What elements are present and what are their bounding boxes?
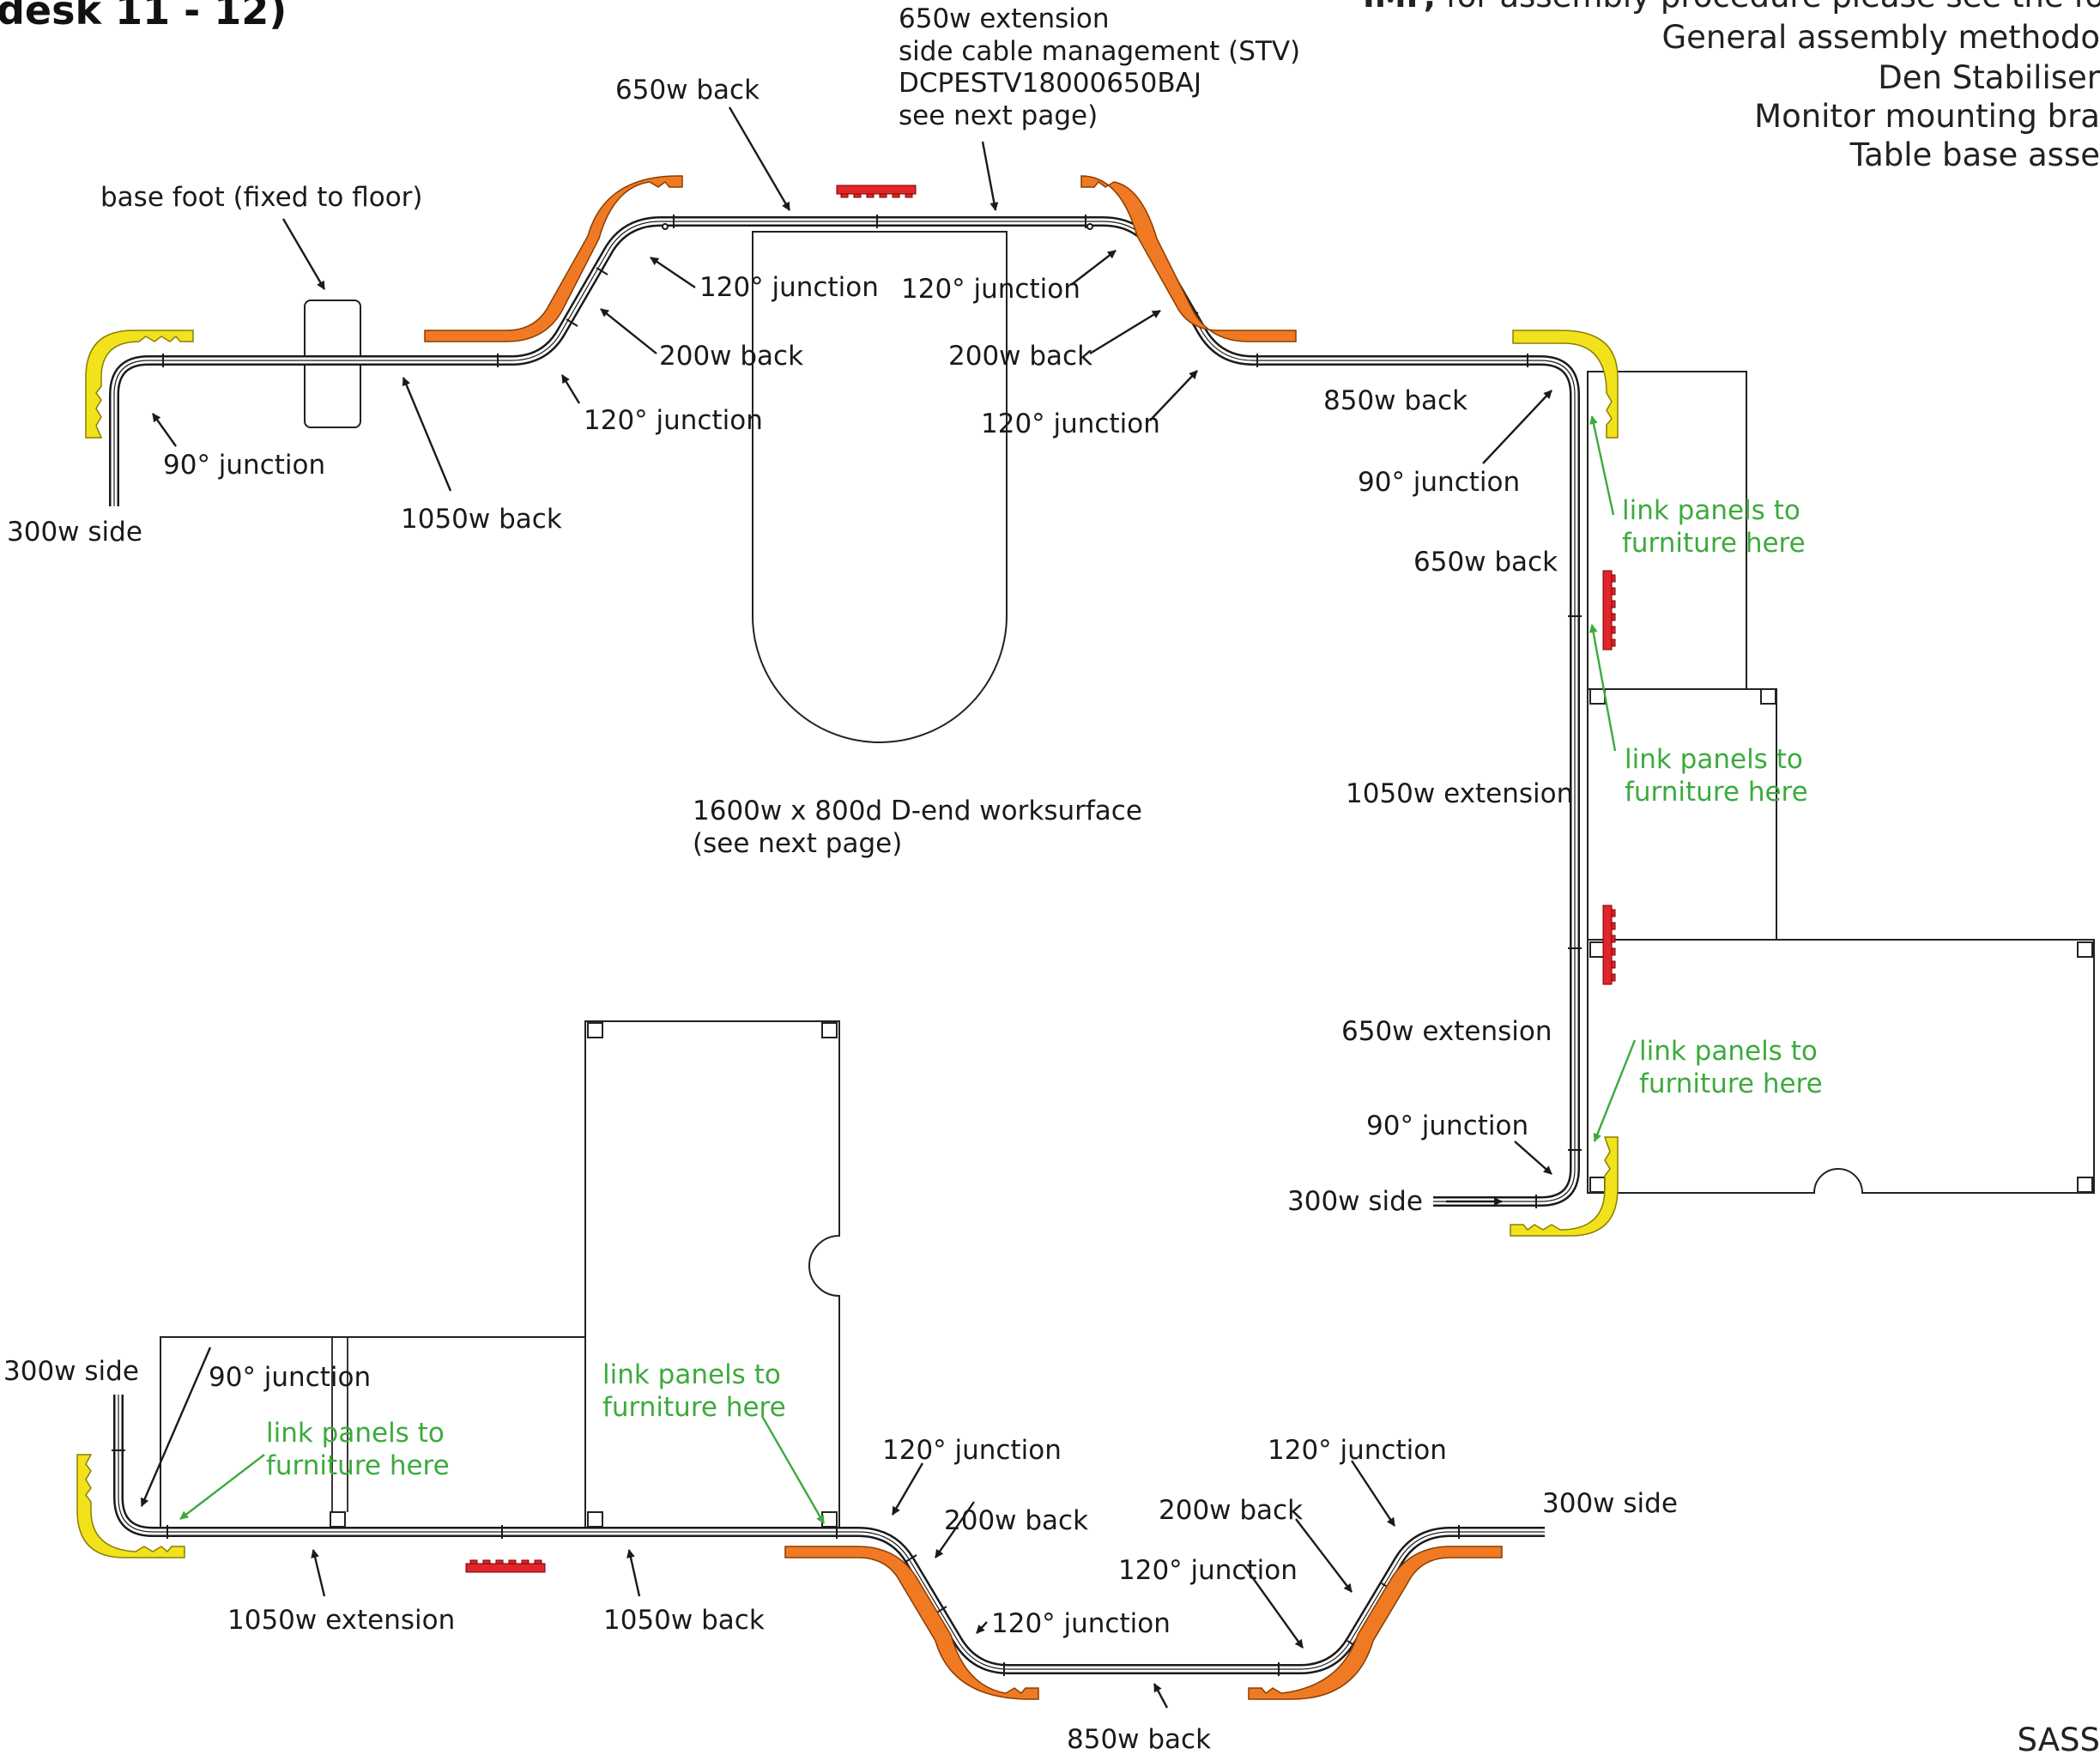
label-300w-side-a: 300w side: [7, 517, 142, 548]
page-title: desk 11 - 12): [0, 0, 287, 33]
panel-right-middle: [1587, 688, 1777, 941]
reference-table-base: Table base asse: [1849, 136, 2100, 173]
label-300w-side-b: 300w side: [1287, 1186, 1423, 1217]
reference-den-stabiliser: Den Stabiliser: [1878, 59, 2100, 96]
link-note-5-line-1: link panels to: [602, 1359, 781, 1390]
stabilisers-120: [424, 175, 1503, 1700]
label-base-foot: base foot (fixed to floor): [100, 182, 423, 213]
label-300w-side-c: 300w side: [3, 1356, 139, 1387]
stabiliser-90-top-left: [85, 330, 194, 439]
stabiliser-120-bottom-b: [1248, 1546, 1503, 1700]
stabiliser-120-bottom-a: [784, 1546, 1039, 1700]
label-worksurface-1: 1600w x 800d D-end worksurface: [693, 796, 1142, 826]
label-650w-extension-note-2: side cable management (STV): [899, 36, 1300, 67]
label-90-junction-b: 90° junction: [1358, 467, 1520, 498]
panel-bottom-wide: [160, 1336, 586, 1528]
label-650w-extension-note-1: 650w extension: [899, 3, 1110, 34]
labels: base foot (fixed to floor) 650w back 650…: [3, 3, 1678, 1755]
cable-management: [465, 185, 1616, 1573]
d-end-worksurface: [752, 231, 1008, 743]
label-90-junction-c: 90° junction: [1366, 1110, 1528, 1141]
rail-bottom-center: [118, 1395, 1545, 1670]
link-note-3-line-2: furniture here: [1639, 1068, 1823, 1099]
reference-monitor-mounting: Monitor mounting bra: [1754, 98, 2100, 135]
link-notes: link panels to furniture here link panel…: [266, 495, 1823, 1481]
label-1050w-extension-a: 1050w extension: [1346, 778, 1573, 809]
label-200w-back-c: 200w back: [944, 1505, 1088, 1536]
panel-bottom-tall: [584, 1020, 840, 1528]
link-note-2-line-2: furniture here: [1625, 777, 1808, 808]
label-120-junction-g: 120° junction: [1118, 1555, 1298, 1586]
stabiliser-120-top-a: [424, 175, 683, 342]
rail-top-center: [113, 221, 1576, 1202]
link-note-3-line-1: link panels to: [1639, 1036, 1818, 1067]
label-1050w-back-b: 1050w back: [603, 1605, 765, 1636]
label-worksurface-2: (see next page): [693, 828, 902, 859]
label-120-junction-c: 120° junction: [584, 405, 763, 436]
label-90-junction-d: 90° junction: [209, 1362, 371, 1393]
label-650w-back-b: 650w back: [1413, 547, 1558, 578]
label-650w-extension-note-4: see next page): [899, 100, 1098, 131]
stabilisers-90: [76, 330, 1619, 1558]
leader-lines: [140, 106, 1637, 1709]
label-120-junction-f: 120° junction: [991, 1608, 1171, 1639]
cable-mgmt-top: [836, 185, 917, 195]
cable-mgmt-right-a: [1602, 570, 1613, 651]
stabiliser-90-bottom-left: [76, 1454, 185, 1558]
stabiliser-120-top-b: [1080, 175, 1297, 342]
label-200w-back-a: 200w back: [659, 341, 803, 372]
cable-mgmt-bottom: [465, 1563, 546, 1573]
stabiliser-90-right-top: [1512, 330, 1619, 439]
label-650w-back-top: 650w back: [615, 75, 760, 106]
reference-header: IMP, for assembly procedure please see t…: [1363, 0, 2100, 15]
label-850w-back-b: 850w back: [1067, 1724, 1211, 1755]
screen-rails: [109, 216, 1580, 1674]
panel-right-lower: [1587, 939, 2095, 1194]
reference-general-assembly: General assembly methodo: [1661, 19, 2100, 56]
link-note-4-line-1: link panels to: [266, 1418, 445, 1449]
label-120-junction-a: 120° junction: [699, 272, 879, 303]
label-1050w-extension-b: 1050w extension: [227, 1605, 455, 1636]
link-note-1-line-1: link panels to: [1622, 495, 1800, 526]
label-650w-extension-note-3: DCPESTV18000650BAJ: [899, 68, 1201, 99]
label-200w-back-b: 200w back: [948, 341, 1092, 372]
label-120-junction-d: 120° junction: [981, 408, 1160, 439]
stabiliser-90-right-bottom: [1510, 1136, 1619, 1237]
link-note-2-line-1: link panels to: [1625, 744, 1803, 775]
label-120-junction-b: 120° junction: [901, 274, 1080, 305]
label-1050w-back-a: 1050w back: [401, 504, 562, 535]
link-note-1-line-2: furniture here: [1622, 528, 1806, 559]
furniture-panels: [160, 231, 2095, 1528]
label-120-junction-h: 120° junction: [1268, 1435, 1447, 1466]
label-650w-extension-b: 650w extension: [1341, 1016, 1552, 1047]
link-note-5-line-2: furniture here: [602, 1392, 786, 1423]
label-850w-back-a: 850w back: [1323, 385, 1468, 416]
link-note-4-line-2: furniture here: [266, 1450, 450, 1481]
label-120-junction-e: 120° junction: [882, 1435, 1062, 1466]
label-300w-side-d: 300w side: [1542, 1488, 1678, 1519]
cable-mgmt-right-b: [1602, 905, 1613, 985]
corner-text: SASS: [2018, 1722, 2100, 1755]
label-90-junction-a: 90° junction: [163, 450, 325, 481]
label-200w-back-d: 200w back: [1159, 1495, 1303, 1526]
